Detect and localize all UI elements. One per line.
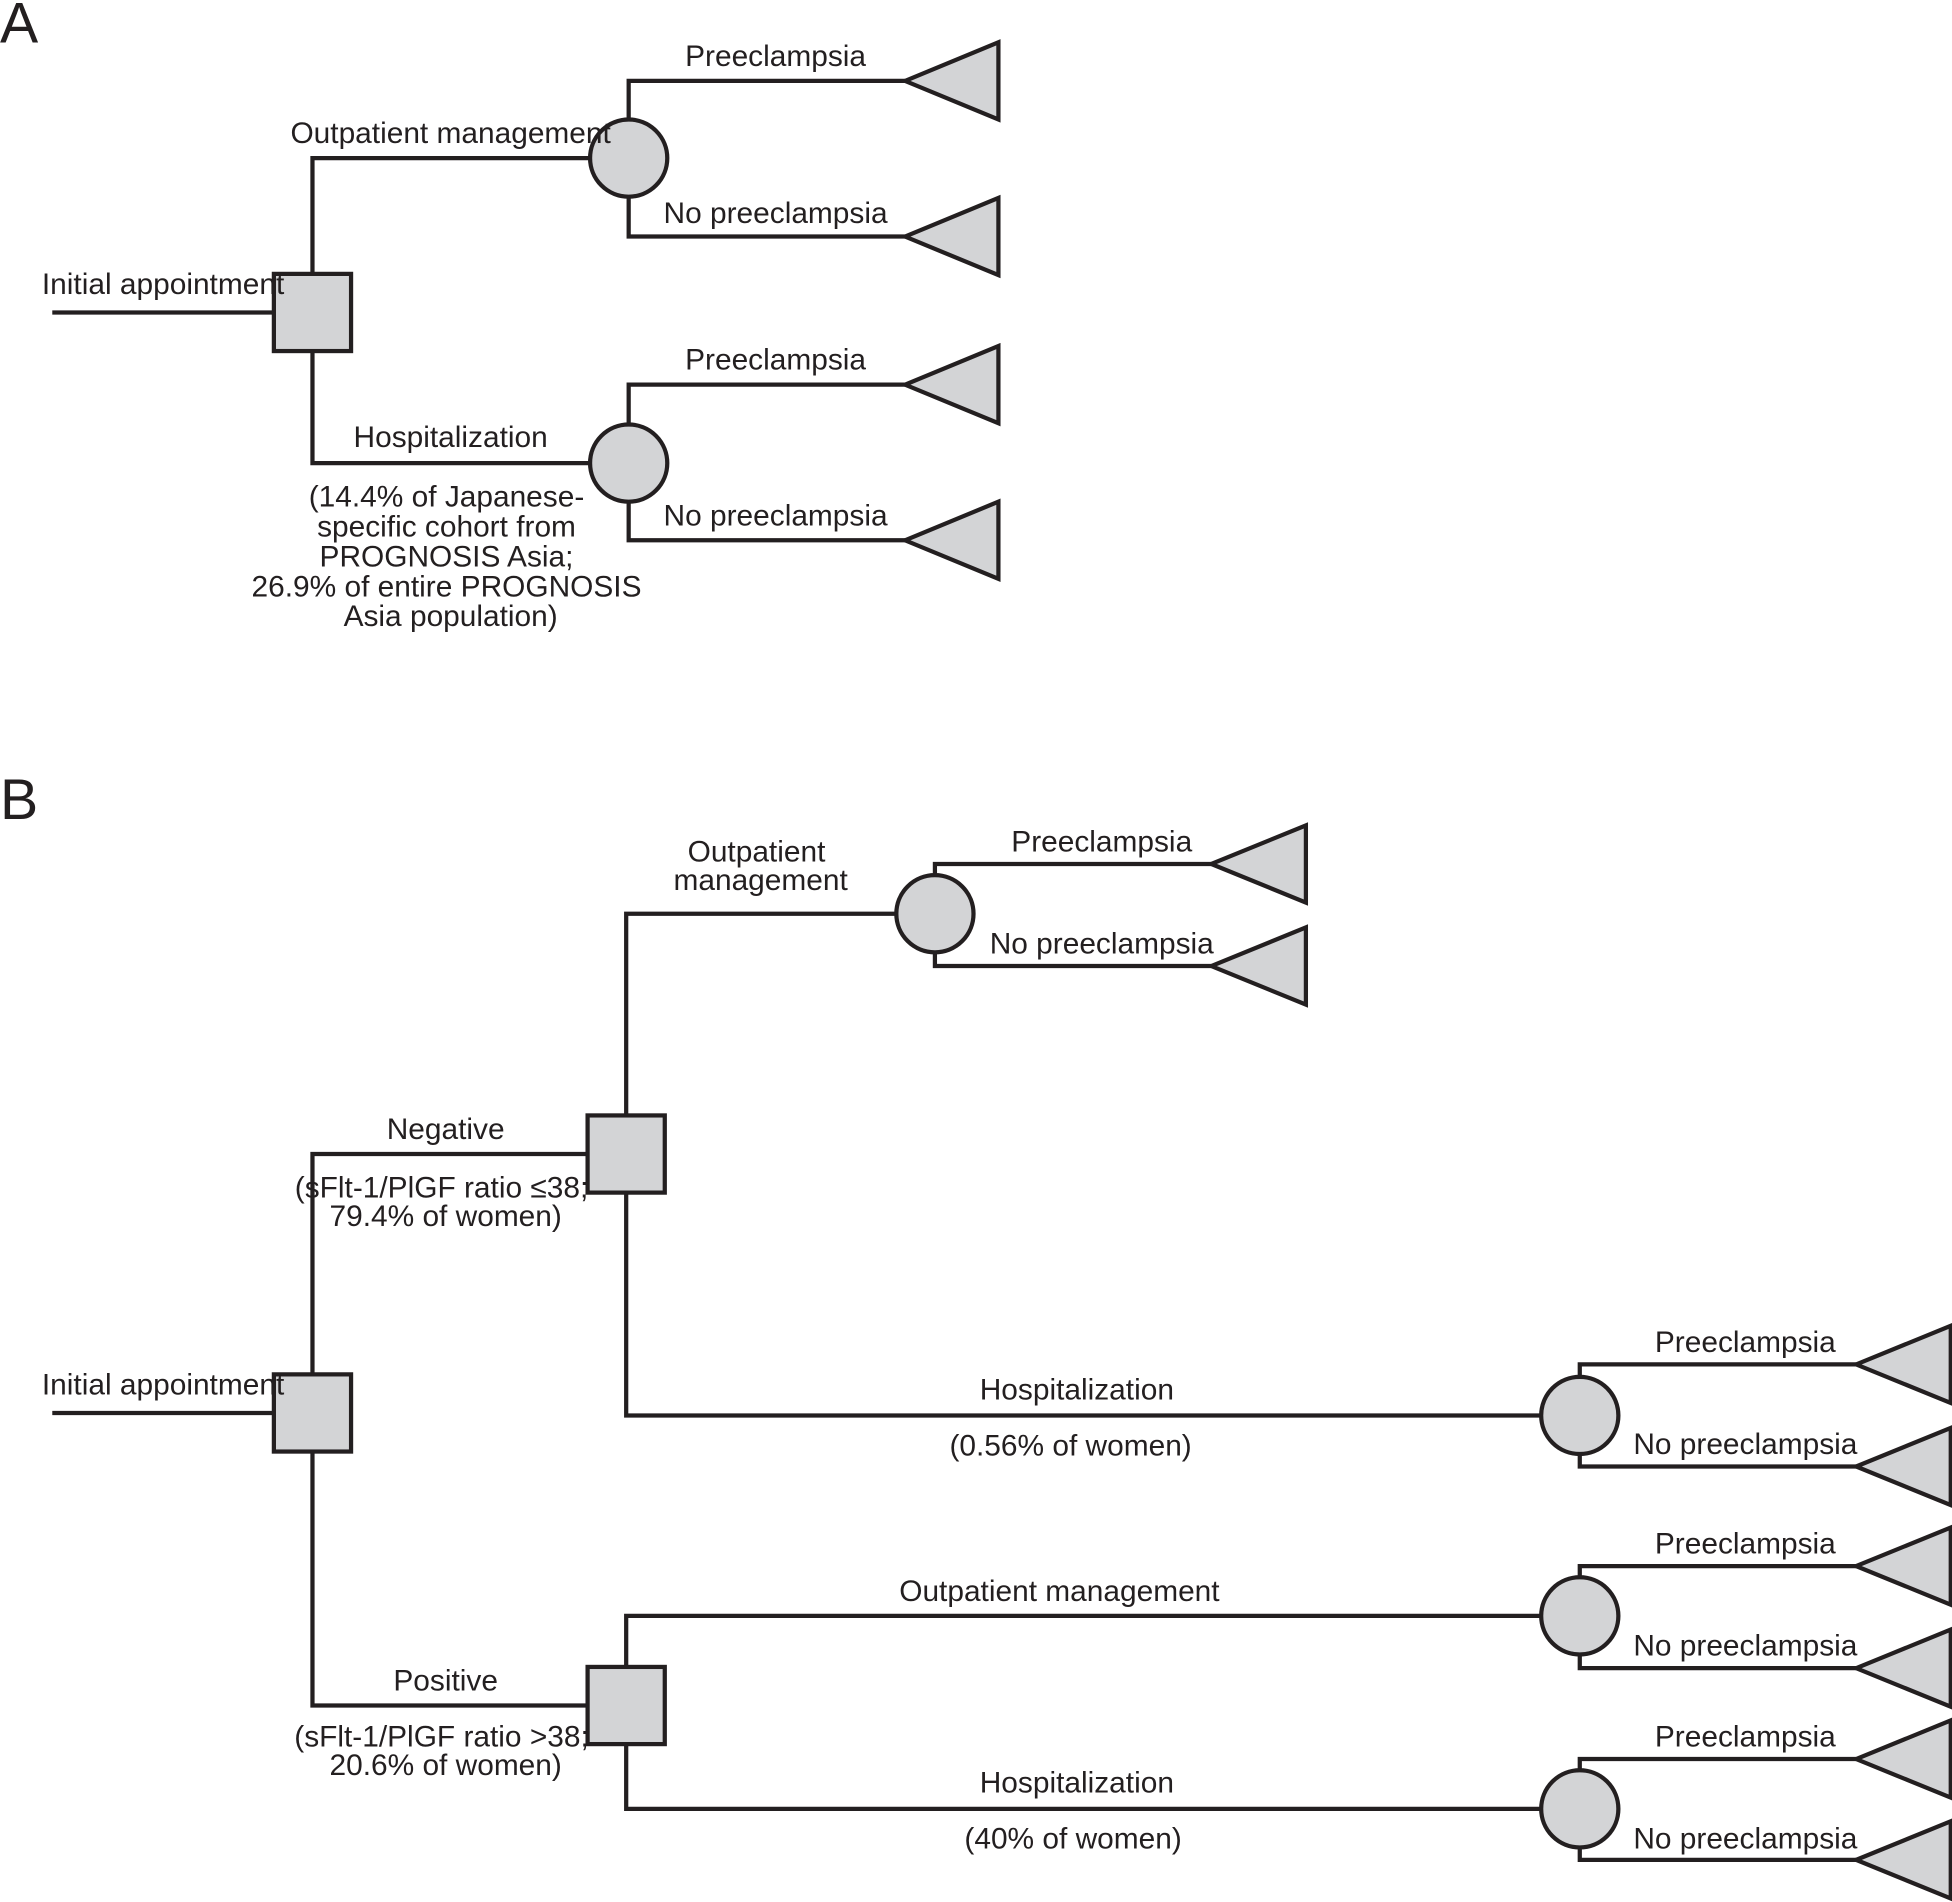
b-decision-node bbox=[271, 1372, 354, 1454]
a-hospital-chance-node bbox=[587, 422, 670, 504]
b-pos-hosp-no-preeclampsia-edge bbox=[1577, 1847, 1857, 1862]
b-neg-hosp-preeclampsia-edge bbox=[1577, 1362, 1857, 1377]
b-terminal-node bbox=[1850, 1425, 1952, 1508]
a-outpatient-edge bbox=[310, 155, 591, 274]
a-terminal-node bbox=[899, 498, 1001, 583]
b-neg-hospital-chance-node bbox=[1539, 1374, 1621, 1457]
b-pos-hosp-preeclampsia-edge bbox=[1577, 1756, 1857, 1771]
a-hosp-preeclampsia-edge bbox=[626, 382, 906, 425]
b-positive-note: (sFlt-1/PlGF ratio >38; 20.6% of women) bbox=[294, 1721, 597, 1783]
panel-a-letter: A bbox=[0, 0, 39, 55]
b-terminal-node bbox=[1205, 822, 1309, 906]
b-neg-outpatient-label: Outpatient management bbox=[673, 835, 848, 897]
panel-b: B bbox=[0, 768, 1952, 1902]
panel-b-letter: B bbox=[0, 768, 38, 832]
b-positive-label: Positive bbox=[393, 1665, 498, 1698]
b-neg-hospitalization-label: Hospitalization bbox=[980, 1373, 1174, 1406]
panel-a: A Initial appointment Outpatient managem… bbox=[0, 0, 1001, 634]
b-negative-decision-node bbox=[585, 1113, 667, 1195]
b-neg-hosp-no-preeclampsia-label: No preeclampsia bbox=[1633, 1428, 1857, 1461]
a-hospitalization-label: Hospitalization bbox=[354, 421, 548, 454]
a-out-preeclampsia-label: Preeclampsia bbox=[685, 40, 866, 73]
b-pos-hospitalization-label: Hospitalization bbox=[980, 1767, 1174, 1800]
b-positive-edge bbox=[310, 1451, 588, 1708]
panel-a-edges bbox=[52, 78, 906, 543]
b-neg-hosp-no-preeclampsia-edge bbox=[1577, 1454, 1857, 1469]
b-positive-decision-node bbox=[585, 1664, 667, 1747]
b-neg-outpatient-chance-node bbox=[894, 873, 976, 955]
b-pos-hosp-preeclampsia-label: Preeclampsia bbox=[1655, 1721, 1836, 1754]
b-negative-edge bbox=[310, 1151, 588, 1375]
b-neg-outpatient-edge bbox=[624, 911, 897, 1116]
b-neg-hospital-edge bbox=[624, 1192, 1542, 1418]
b-initial-appointment-label: Initial appointment bbox=[42, 1368, 285, 1401]
b-pos-out-no-preeclampsia-label: No preeclampsia bbox=[1633, 1630, 1857, 1663]
b-neg-hosp-preeclampsia-label: Preeclampsia bbox=[1655, 1326, 1836, 1359]
b-terminal-node bbox=[1850, 1323, 1952, 1406]
b-terminal-node bbox=[1850, 1524, 1952, 1608]
b-neg-out-preeclampsia-label: Preeclampsia bbox=[1011, 826, 1192, 859]
b-neg-out-no-preeclampsia-edge bbox=[932, 952, 1212, 969]
a-terminal-node bbox=[899, 39, 1001, 123]
a-hospital-edge bbox=[310, 351, 591, 466]
b-pos-outpatient-chance-node bbox=[1539, 1575, 1621, 1657]
b-terminal-node bbox=[1205, 924, 1309, 1008]
a-initial-appointment-label: Initial appointment bbox=[42, 268, 285, 301]
b-pos-out-preeclampsia-label: Preeclampsia bbox=[1655, 1528, 1836, 1561]
b-pos-hospital-edge bbox=[624, 1744, 1542, 1811]
b-pos-outpatient-edge bbox=[624, 1613, 1542, 1667]
a-out-preeclampsia-edge bbox=[626, 78, 906, 120]
b-pos-hospital-chance-node bbox=[1539, 1768, 1621, 1850]
a-hosp-no-preeclampsia-edge bbox=[626, 501, 906, 543]
b-pos-outpatient-label: Outpatient management bbox=[899, 1575, 1220, 1608]
a-decision-node bbox=[271, 271, 354, 354]
b-neg-out-preeclampsia-edge bbox=[932, 861, 1212, 876]
a-terminal-node bbox=[899, 342, 1001, 427]
panel-b-edges bbox=[52, 861, 1857, 1862]
a-hosp-no-preeclampsia-label: No preeclampsia bbox=[664, 499, 888, 532]
b-negative-label: Negative bbox=[387, 1113, 505, 1146]
b-neg-hospitalization-note: (0.56% of women) bbox=[949, 1429, 1191, 1462]
b-terminal-node bbox=[1850, 1717, 1952, 1801]
a-hospitalization-note: (14.4% of Japanese- specific cohort from… bbox=[252, 481, 650, 634]
a-out-no-preeclampsia-label: No preeclampsia bbox=[664, 197, 888, 230]
b-negative-note: (sFlt-1/PlGF ratio ≤38; 79.4% of women) bbox=[295, 1172, 597, 1234]
a-hosp-preeclampsia-label: Preeclampsia bbox=[685, 344, 866, 377]
a-terminal-node bbox=[899, 194, 1001, 279]
a-outpatient-label: Outpatient management bbox=[290, 117, 611, 150]
b-terminal-node bbox=[1850, 1818, 1952, 1902]
b-pos-out-no-preeclampsia-edge bbox=[1577, 1654, 1857, 1671]
a-out-no-preeclampsia-edge bbox=[626, 196, 906, 239]
b-pos-out-preeclampsia-edge bbox=[1577, 1563, 1857, 1578]
b-pos-hospitalization-note: (40% of women) bbox=[964, 1823, 1181, 1856]
b-neg-out-no-preeclampsia-label: No preeclampsia bbox=[990, 928, 1214, 961]
b-pos-hosp-no-preeclampsia-label: No preeclampsia bbox=[1633, 1823, 1857, 1856]
b-terminal-node bbox=[1850, 1626, 1952, 1710]
a-outpatient-chance-node bbox=[587, 117, 670, 199]
